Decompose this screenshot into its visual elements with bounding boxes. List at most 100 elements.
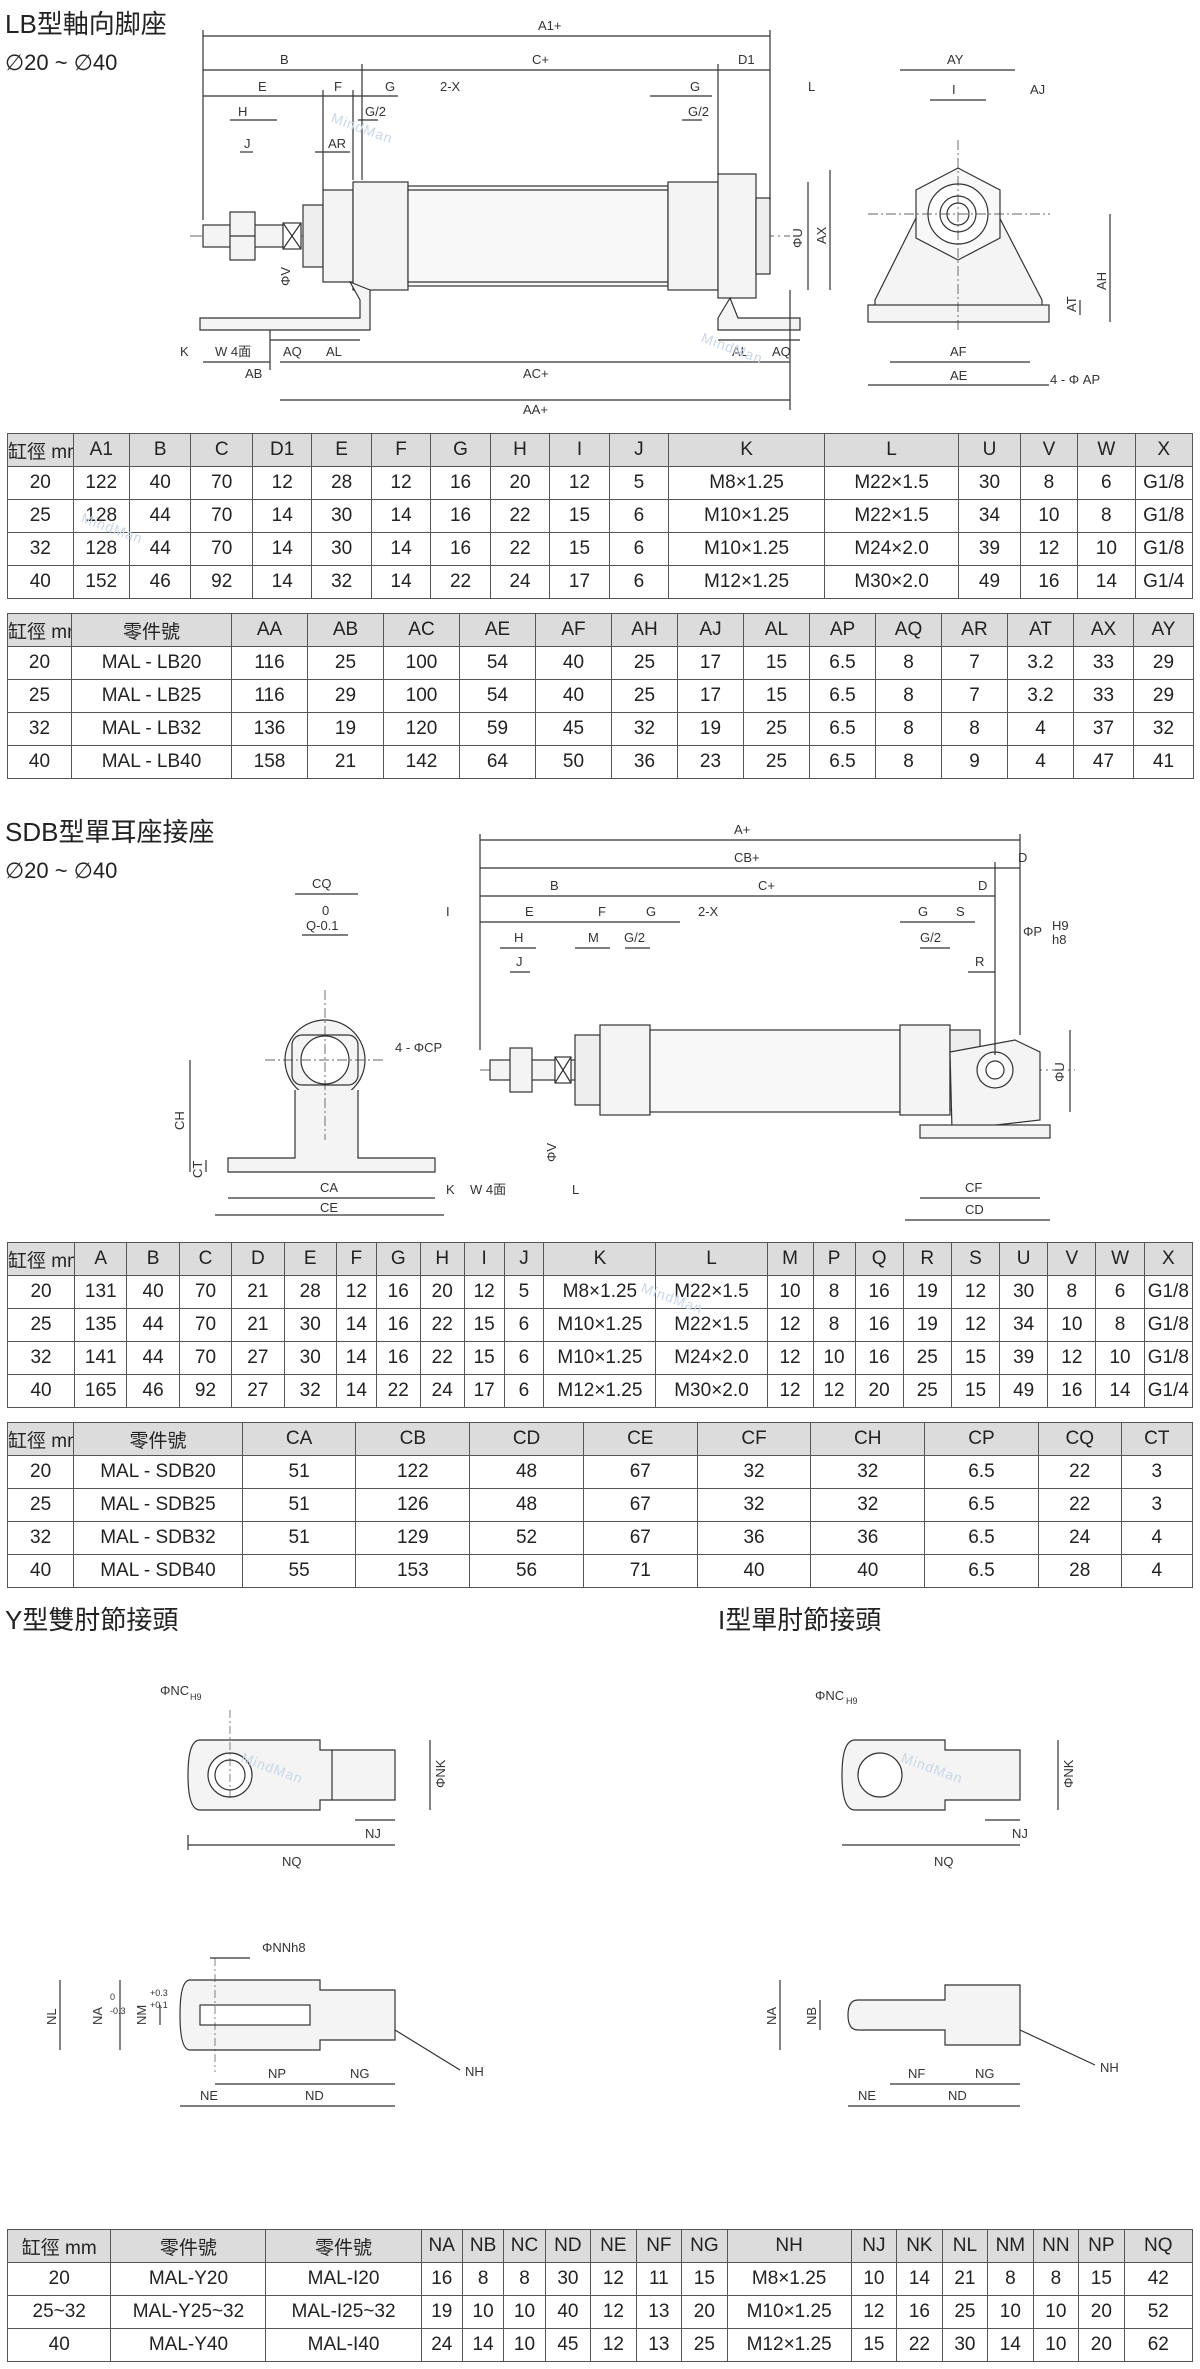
column-header: G [375, 1242, 421, 1276]
y-dim-nm-tol-p01: +0.1 [150, 2000, 168, 2010]
table-cell: MAL - LB40 [71, 745, 232, 779]
table-cell: 25 [902, 1341, 952, 1375]
y-dim-nm: NM [134, 2005, 149, 2025]
table-cell: 6.5 [809, 745, 876, 779]
table-cell: 40 [6, 2328, 112, 2362]
column-header: C [178, 1242, 233, 1276]
table-cell: 10 [1019, 499, 1079, 533]
i-dim-nb: NB [804, 2007, 819, 2025]
table-cell: 20 [1078, 2295, 1125, 2329]
lb-dim-al-r: AL [732, 344, 748, 359]
column-header: NM [987, 2229, 1034, 2263]
column-header: CT [1120, 1422, 1194, 1456]
table-cell: 56 [469, 1554, 584, 1588]
column-header: NA [420, 2229, 463, 2263]
table-cell: MAL - SDB20 [73, 1455, 243, 1489]
column-header: NC [503, 2229, 546, 2263]
table-cell: 12 [766, 1341, 814, 1375]
y-dim-nj: NJ [365, 1826, 381, 1841]
column-header: AP [809, 613, 876, 647]
table-cell: 136 [231, 712, 308, 746]
table-cell: 12 [370, 466, 432, 500]
table-cell: 14 [1077, 565, 1136, 599]
table-cell: 6.5 [924, 1488, 1039, 1522]
column-header: D [231, 1242, 285, 1276]
table-cell: M22×1.5 [655, 1308, 768, 1342]
table-cell: 25 [611, 679, 678, 713]
table-cell: MAL-Y25~32 [110, 2295, 267, 2329]
column-header: 零件號 [265, 2229, 422, 2263]
sdb-dim-w: W 4面 [470, 1182, 506, 1197]
column-header: 零件號 [110, 2229, 267, 2263]
table-cell: 10 [1032, 2328, 1080, 2362]
table-cell: 92 [178, 1374, 233, 1408]
lb-dim-ar: AR [328, 136, 346, 151]
column-header: AL [743, 613, 810, 647]
table-cell: 158 [231, 745, 308, 779]
lb-dim-ab: AB [245, 366, 262, 381]
table-cell: 141 [74, 1341, 128, 1375]
table-cell: 12 [1047, 1341, 1097, 1375]
table-cell: 4 [1007, 712, 1074, 746]
table-cell: 30 [311, 499, 372, 533]
table-cell: 40 [7, 565, 74, 599]
table-cell: 70 [178, 1275, 233, 1309]
column-header: E [283, 1242, 337, 1276]
table-cell: 20 [1078, 2328, 1125, 2362]
table-cell: 15 [549, 532, 610, 566]
table-cell: 44 [126, 1308, 180, 1342]
column-header: 缸徑 mm [7, 613, 72, 647]
table-cell: 6 [608, 499, 670, 533]
table-cell: 126 [355, 1488, 471, 1522]
table-cell: 12 [850, 2295, 898, 2329]
lb-dim-g2: G/2 [365, 104, 386, 119]
table-cell: M30×2.0 [655, 1374, 768, 1408]
column-header: AF [535, 613, 612, 647]
sdb-dim-g-r: G [918, 904, 928, 919]
sdb-dim-b: B [550, 878, 559, 893]
column-header: NP [1078, 2229, 1125, 2263]
sdb-dim-ce: CE [320, 1200, 338, 1215]
sdb-dim-d-inner: D [978, 878, 987, 893]
sdb-table-1: 缸徑 mmABCDEFGHIJKLMPQRSUVWX20131407021281… [6, 1242, 1194, 1408]
table-cell: 44 [126, 1341, 180, 1375]
table-cell: 152 [72, 565, 130, 599]
column-header: B [128, 433, 192, 467]
table-cell: 3.2 [1007, 679, 1074, 713]
table-cell: MAL-Y20 [110, 2262, 267, 2296]
table-cell: G1/4 [1134, 565, 1194, 599]
table-cell: 6 [503, 1308, 545, 1342]
table-cell: 100 [383, 646, 460, 680]
table-cell: 22 [1037, 1455, 1122, 1489]
table-cell: 20 [7, 466, 74, 500]
lb-dim-ae: AE [950, 368, 968, 383]
table-cell: 8 [875, 745, 942, 779]
table-cell: 55 [241, 1554, 357, 1588]
y-dim-ng: NG [350, 2066, 370, 2081]
column-header: 缸徑 mm [6, 2229, 112, 2263]
table-cell: MAL-I40 [265, 2328, 422, 2362]
table-cell: 10 [987, 2295, 1034, 2329]
i-dim-nk: ΦNK [1061, 1759, 1076, 1788]
sdb-dim-e: E [525, 904, 534, 919]
table-cell: 49 [958, 565, 1021, 599]
table-cell: 15 [743, 679, 810, 713]
table-cell: 16 [420, 2262, 463, 2296]
table-cell: M12×1.25 [668, 565, 825, 599]
table-cell: 28 [1037, 1554, 1122, 1588]
table-cell: 6 [608, 532, 670, 566]
table-cell: 32 [810, 1488, 926, 1522]
table-cell: 5 [608, 466, 670, 500]
table-cell: 70 [178, 1308, 233, 1342]
lb-dim-ap: 4 - Φ AP [1050, 372, 1100, 387]
table-cell: 128 [72, 532, 130, 566]
y-dim-na-tol-03: -0.3 [110, 2006, 126, 2016]
table-cell: 16 [430, 466, 491, 500]
table-cell: 16 [430, 532, 491, 566]
sdb-dim-a: A+ [734, 822, 750, 837]
table-cell: M24×2.0 [823, 532, 960, 566]
table-cell: G1/8 [1134, 499, 1194, 533]
table-cell: 30 [311, 532, 372, 566]
